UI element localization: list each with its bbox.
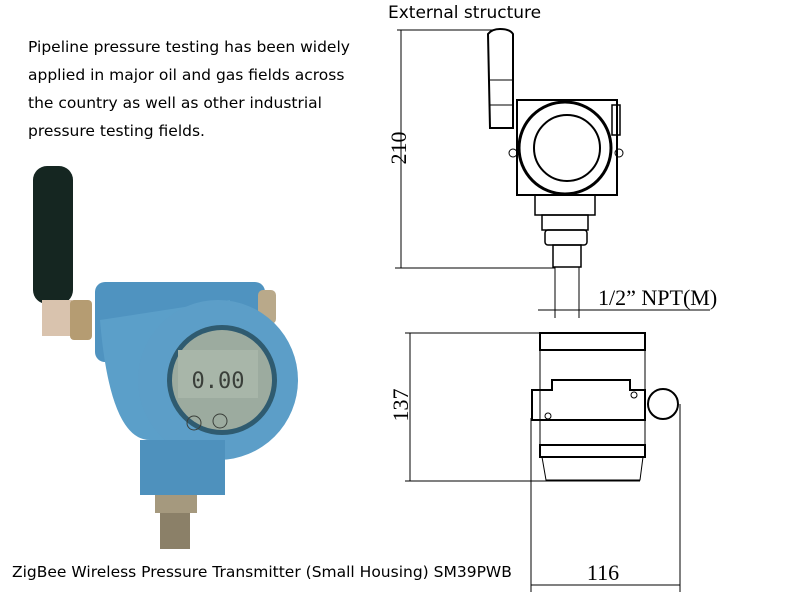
dimension-116: 116 — [587, 560, 619, 585]
drawing-title: External structure — [388, 3, 542, 23]
side-view-drawing — [405, 332, 681, 592]
antenna — [33, 166, 73, 304]
dimension-210: 210 — [386, 132, 411, 165]
lcd-reading: 0.00 — [192, 369, 245, 394]
lcd-button-icon — [212, 413, 228, 429]
intro-line: the country as well as other industrial — [28, 94, 322, 112]
front-view-drawing — [395, 27, 710, 318]
dimension-137: 137 — [388, 389, 413, 422]
dimension-thread: 1/2” NPT(M) — [598, 285, 717, 310]
intro-line: Pipeline pressure testing has been widel… — [28, 38, 350, 56]
intro-paragraph: Pipeline pressure testing has been widel… — [28, 33, 368, 145]
intro-line: applied in major oil and gas fields acro… — [28, 66, 345, 84]
product-photo: 0.00 — [33, 166, 298, 549]
lcd-button-icon — [186, 415, 202, 431]
product-caption: ZigBee Wireless Pressure Transmitter (Sm… — [12, 563, 512, 581]
intro-line: pressure testing fields. — [28, 122, 205, 140]
